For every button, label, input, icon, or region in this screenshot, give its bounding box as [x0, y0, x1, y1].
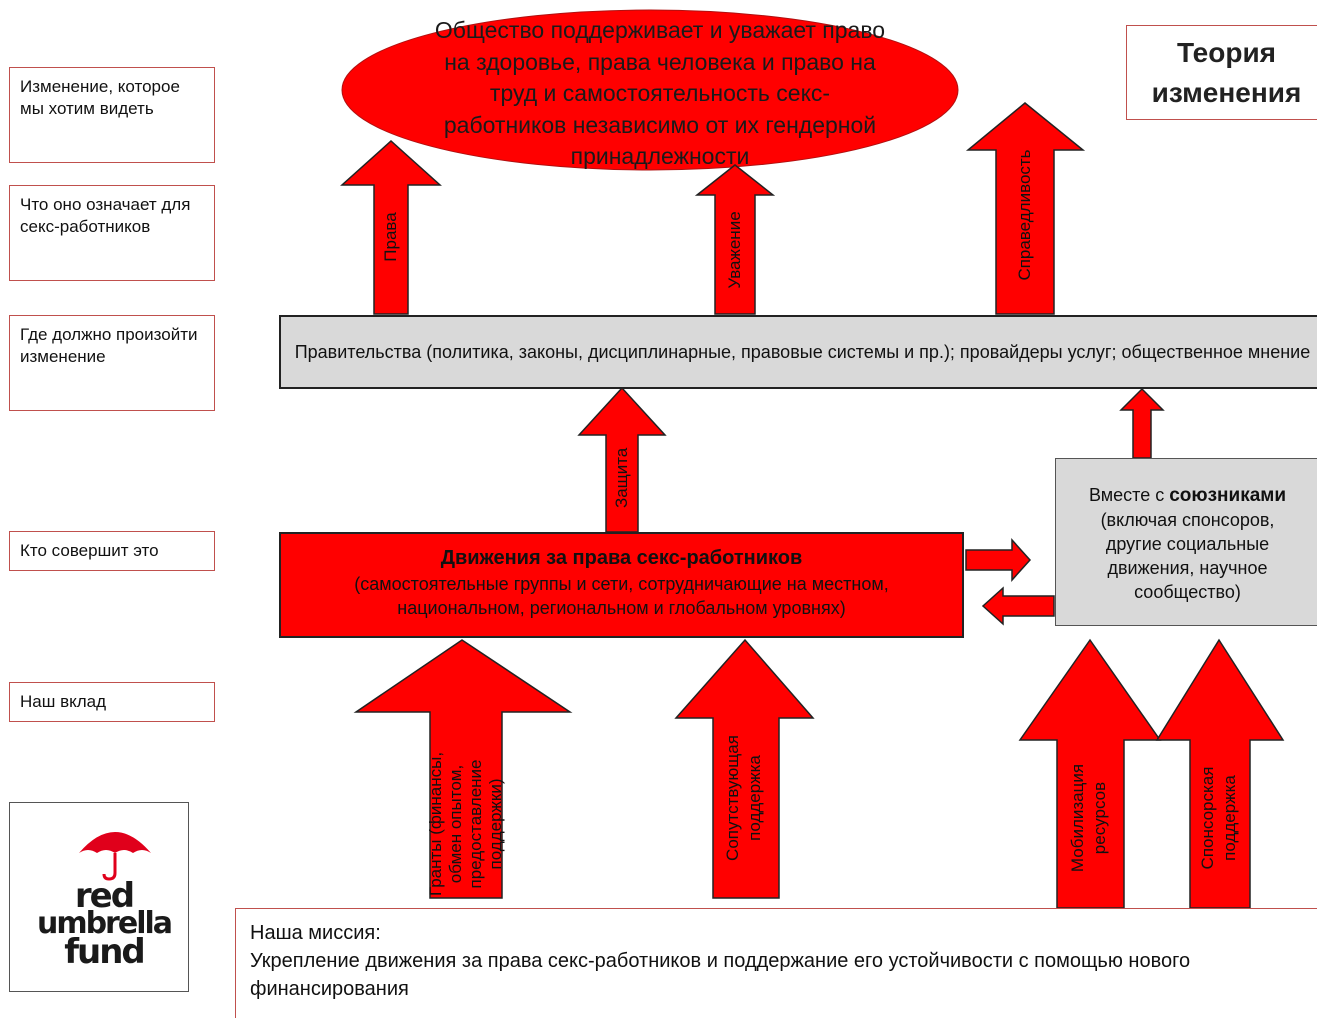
allies-bold: союзниками	[1169, 485, 1287, 506]
advocacy-arrow	[577, 386, 667, 533]
respect-arrow	[694, 164, 776, 315]
diagram-title: Теория изменения	[1126, 25, 1317, 120]
mission-heading: Наша миссия:	[250, 922, 381, 944]
donor-support-arrow	[1155, 638, 1285, 909]
related-support-label: Сопутствующая поддержка	[723, 735, 764, 861]
mission-text: Укрепление движения за права секс-работн…	[250, 950, 1191, 1000]
allies-prefix: Вместе с	[1088, 485, 1170, 505]
movement-to-allies-arrow	[965, 538, 1032, 582]
arena-text: Правительства (политика, законы, дисципл…	[294, 342, 1311, 362]
row-label-meaning: Что оно означает для секс-работников	[9, 185, 215, 281]
row-label-contribution: Наш вклад	[9, 682, 215, 722]
rights-label: Права	[381, 212, 400, 262]
allies-heading: Вместе с союзниками	[1056, 483, 1317, 508]
row-label-where: Где должно произойти изменение	[9, 315, 215, 411]
arena-box: Правительства (политика, законы, дисципл…	[279, 315, 1317, 389]
related-support-arrow	[674, 638, 815, 899]
allies-box: Вместе с союзниками (включая спонсоров, …	[1055, 458, 1317, 626]
rights-arrow	[340, 139, 442, 315]
logo-line-fund: fund	[64, 932, 146, 972]
movement-title: Движения за права секс-работников	[440, 547, 803, 569]
grants-label: Гранты (финансы, обмен опытом, предостав…	[426, 751, 505, 897]
row-label-change: Изменение, которое мы хотим видеть	[9, 67, 215, 163]
justice-arrow	[965, 102, 1086, 315]
goal-oval	[341, 9, 959, 171]
respect-label: Уважение	[725, 211, 744, 289]
logo-line-umbrella: umbrella	[36, 906, 173, 941]
allies-up-arrow	[1119, 387, 1165, 459]
movement-box: Движения за права секс-работников (самос…	[279, 532, 964, 638]
logo-line-red: red	[74, 876, 135, 916]
resource-mobilization-label: Мобилизация ресурсов	[1068, 763, 1109, 873]
resource-mobilization-arrow	[1018, 638, 1162, 909]
advocacy-label: Защита	[612, 447, 631, 508]
allies-to-movement-arrow	[981, 586, 1055, 626]
red-umbrella-fund-logo: red umbrella fund	[9, 802, 189, 992]
grants-arrow	[353, 639, 573, 899]
donor-support-label: Спонсорская поддержка	[1198, 766, 1239, 870]
movement-description: (самостоятельные группы и сети, сотрудни…	[354, 574, 889, 618]
row-label-who: Кто совершит это	[9, 531, 215, 571]
justice-label: Справедливость	[1015, 149, 1034, 281]
umbrella-icon	[79, 832, 151, 881]
goal-text: Общество поддерживает и уважает право на…	[434, 17, 886, 169]
mission-box: Наша миссия: Укрепление движения за прав…	[235, 908, 1317, 1018]
allies-description: (включая спонсоров, другие социальные дв…	[1100, 510, 1275, 602]
